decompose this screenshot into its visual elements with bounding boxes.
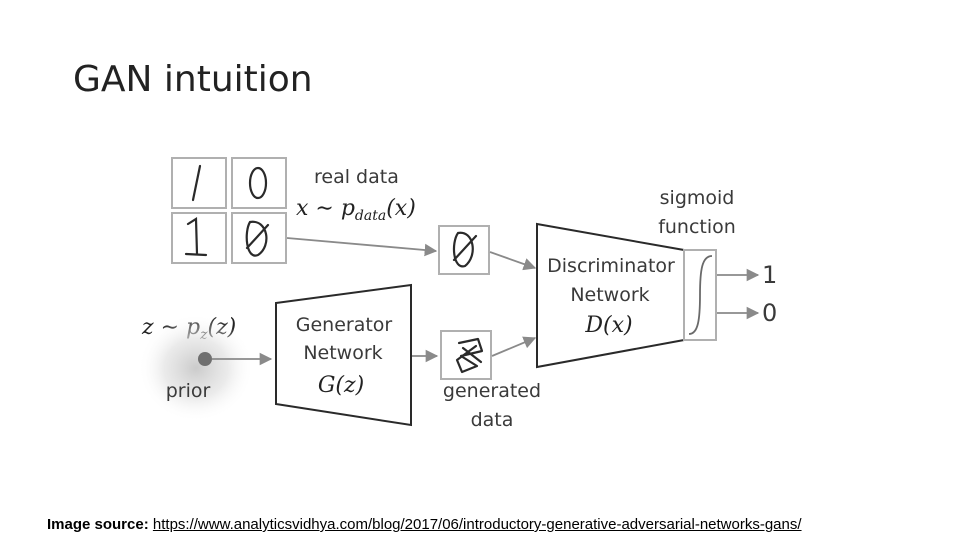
prior-label: prior [166, 380, 211, 402]
generator-formula: G(z) [318, 373, 364, 398]
real-sample-box [231, 157, 287, 209]
handwritten-one-digit [184, 217, 208, 257]
generator-label-line1: Generator [296, 314, 393, 336]
handwritten-zero-digit [452, 231, 478, 268]
discriminator-label-line1: Discriminator [547, 255, 675, 277]
handwritten-one-digit [191, 164, 202, 202]
noise-sample-dot [198, 352, 212, 366]
real-data-samples [171, 157, 287, 264]
generated-label-line2: data [471, 409, 514, 431]
discriminator-label-line2: Network [570, 284, 649, 306]
handwritten-zero-digit [245, 220, 270, 257]
image-source-caption: Image source: https://www.analyticsvidhy… [47, 515, 802, 535]
handwritten-zero-digit [248, 166, 268, 200]
generated-label-line1: generated [443, 380, 541, 402]
sigmoid-label-line2: function [658, 216, 736, 238]
prior-distribution-glow [138, 314, 254, 422]
sigmoid-label-line1: sigmoid [660, 187, 735, 209]
discriminator-formula: D(x) [584, 313, 632, 338]
generated-to-discriminator-arrow [491, 336, 537, 357]
real-data-arrow [286, 237, 438, 257]
output-real-label: 1 [762, 261, 777, 289]
real-data-label: real data [314, 166, 399, 188]
sigmoid-curve-icon [688, 255, 713, 335]
real-to-discriminator-arrow [489, 251, 537, 271]
output-fake-label: 0 [762, 299, 777, 327]
image-source-link[interactable]: https://www.analyticsvidhya.com/blog/201… [152, 516, 802, 533]
handwritten-generated-scribble [455, 337, 484, 374]
generator-network-block [275, 283, 412, 427]
real-data-formula: x ∼ pdata(x) [296, 196, 416, 224]
generator-label-line2: Network [303, 342, 382, 364]
image-source-label: Image source: [47, 516, 149, 533]
slide-title: GAN intuition [73, 59, 313, 100]
real-sample-box [171, 157, 227, 209]
